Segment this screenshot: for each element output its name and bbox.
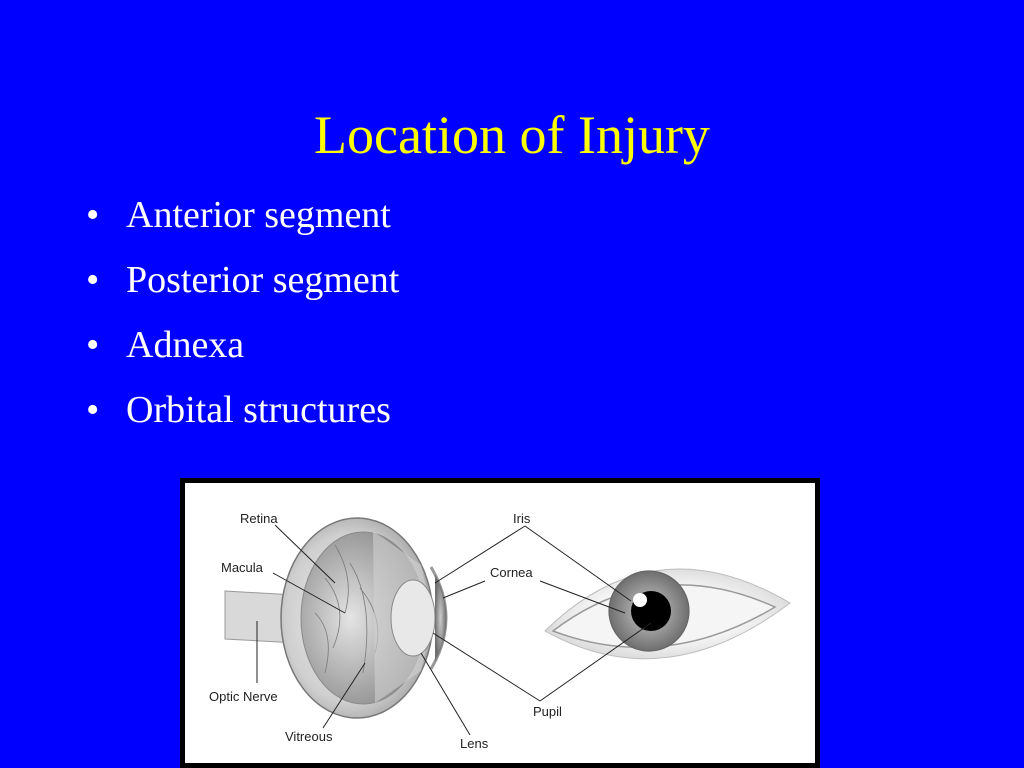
bullet-glyph: • (86, 324, 100, 366)
bullet-list: • Anterior segment • Posterior segment •… (86, 186, 399, 446)
label-optic-nerve: Optic Nerve (209, 689, 278, 704)
bullet-text: Adnexa (126, 324, 245, 366)
bullet-item: • Orbital structures (86, 381, 399, 446)
bullet-text: Posterior segment (126, 259, 400, 301)
bullet-glyph: • (86, 259, 100, 301)
eyeball-cross-section (280, 517, 448, 719)
bullet-text: Anterior segment (126, 194, 391, 236)
bullet-text: Orbital structures (126, 389, 391, 431)
label-cornea: Cornea (490, 565, 533, 580)
label-pupil: Pupil (533, 704, 562, 719)
bullet-item: • Anterior segment (86, 186, 399, 251)
label-vitreous: Vitreous (285, 729, 333, 744)
bullet-item: • Adnexa (86, 316, 399, 381)
eye-anatomy-illustration: Retina Macula Optic Nerve Vitreous Lens … (209, 511, 791, 751)
bullet-glyph: • (86, 194, 100, 236)
leader-lines (256, 524, 652, 736)
label-lens: Lens (460, 736, 489, 751)
label-retina: Retina (240, 511, 278, 526)
label-macula: Macula (221, 560, 264, 575)
eye-diagram-frame: Retina Macula Optic Nerve Vitreous Lens … (180, 478, 820, 768)
label-iris: Iris (513, 511, 531, 526)
bullet-glyph: • (86, 389, 100, 431)
slide-title: Location of Injury (314, 105, 710, 165)
frontal-eye (544, 568, 791, 660)
bullet-item: • Posterior segment (86, 251, 399, 316)
eye-diagram: Retina Macula Optic Nerve Vitreous Lens … (185, 483, 815, 763)
